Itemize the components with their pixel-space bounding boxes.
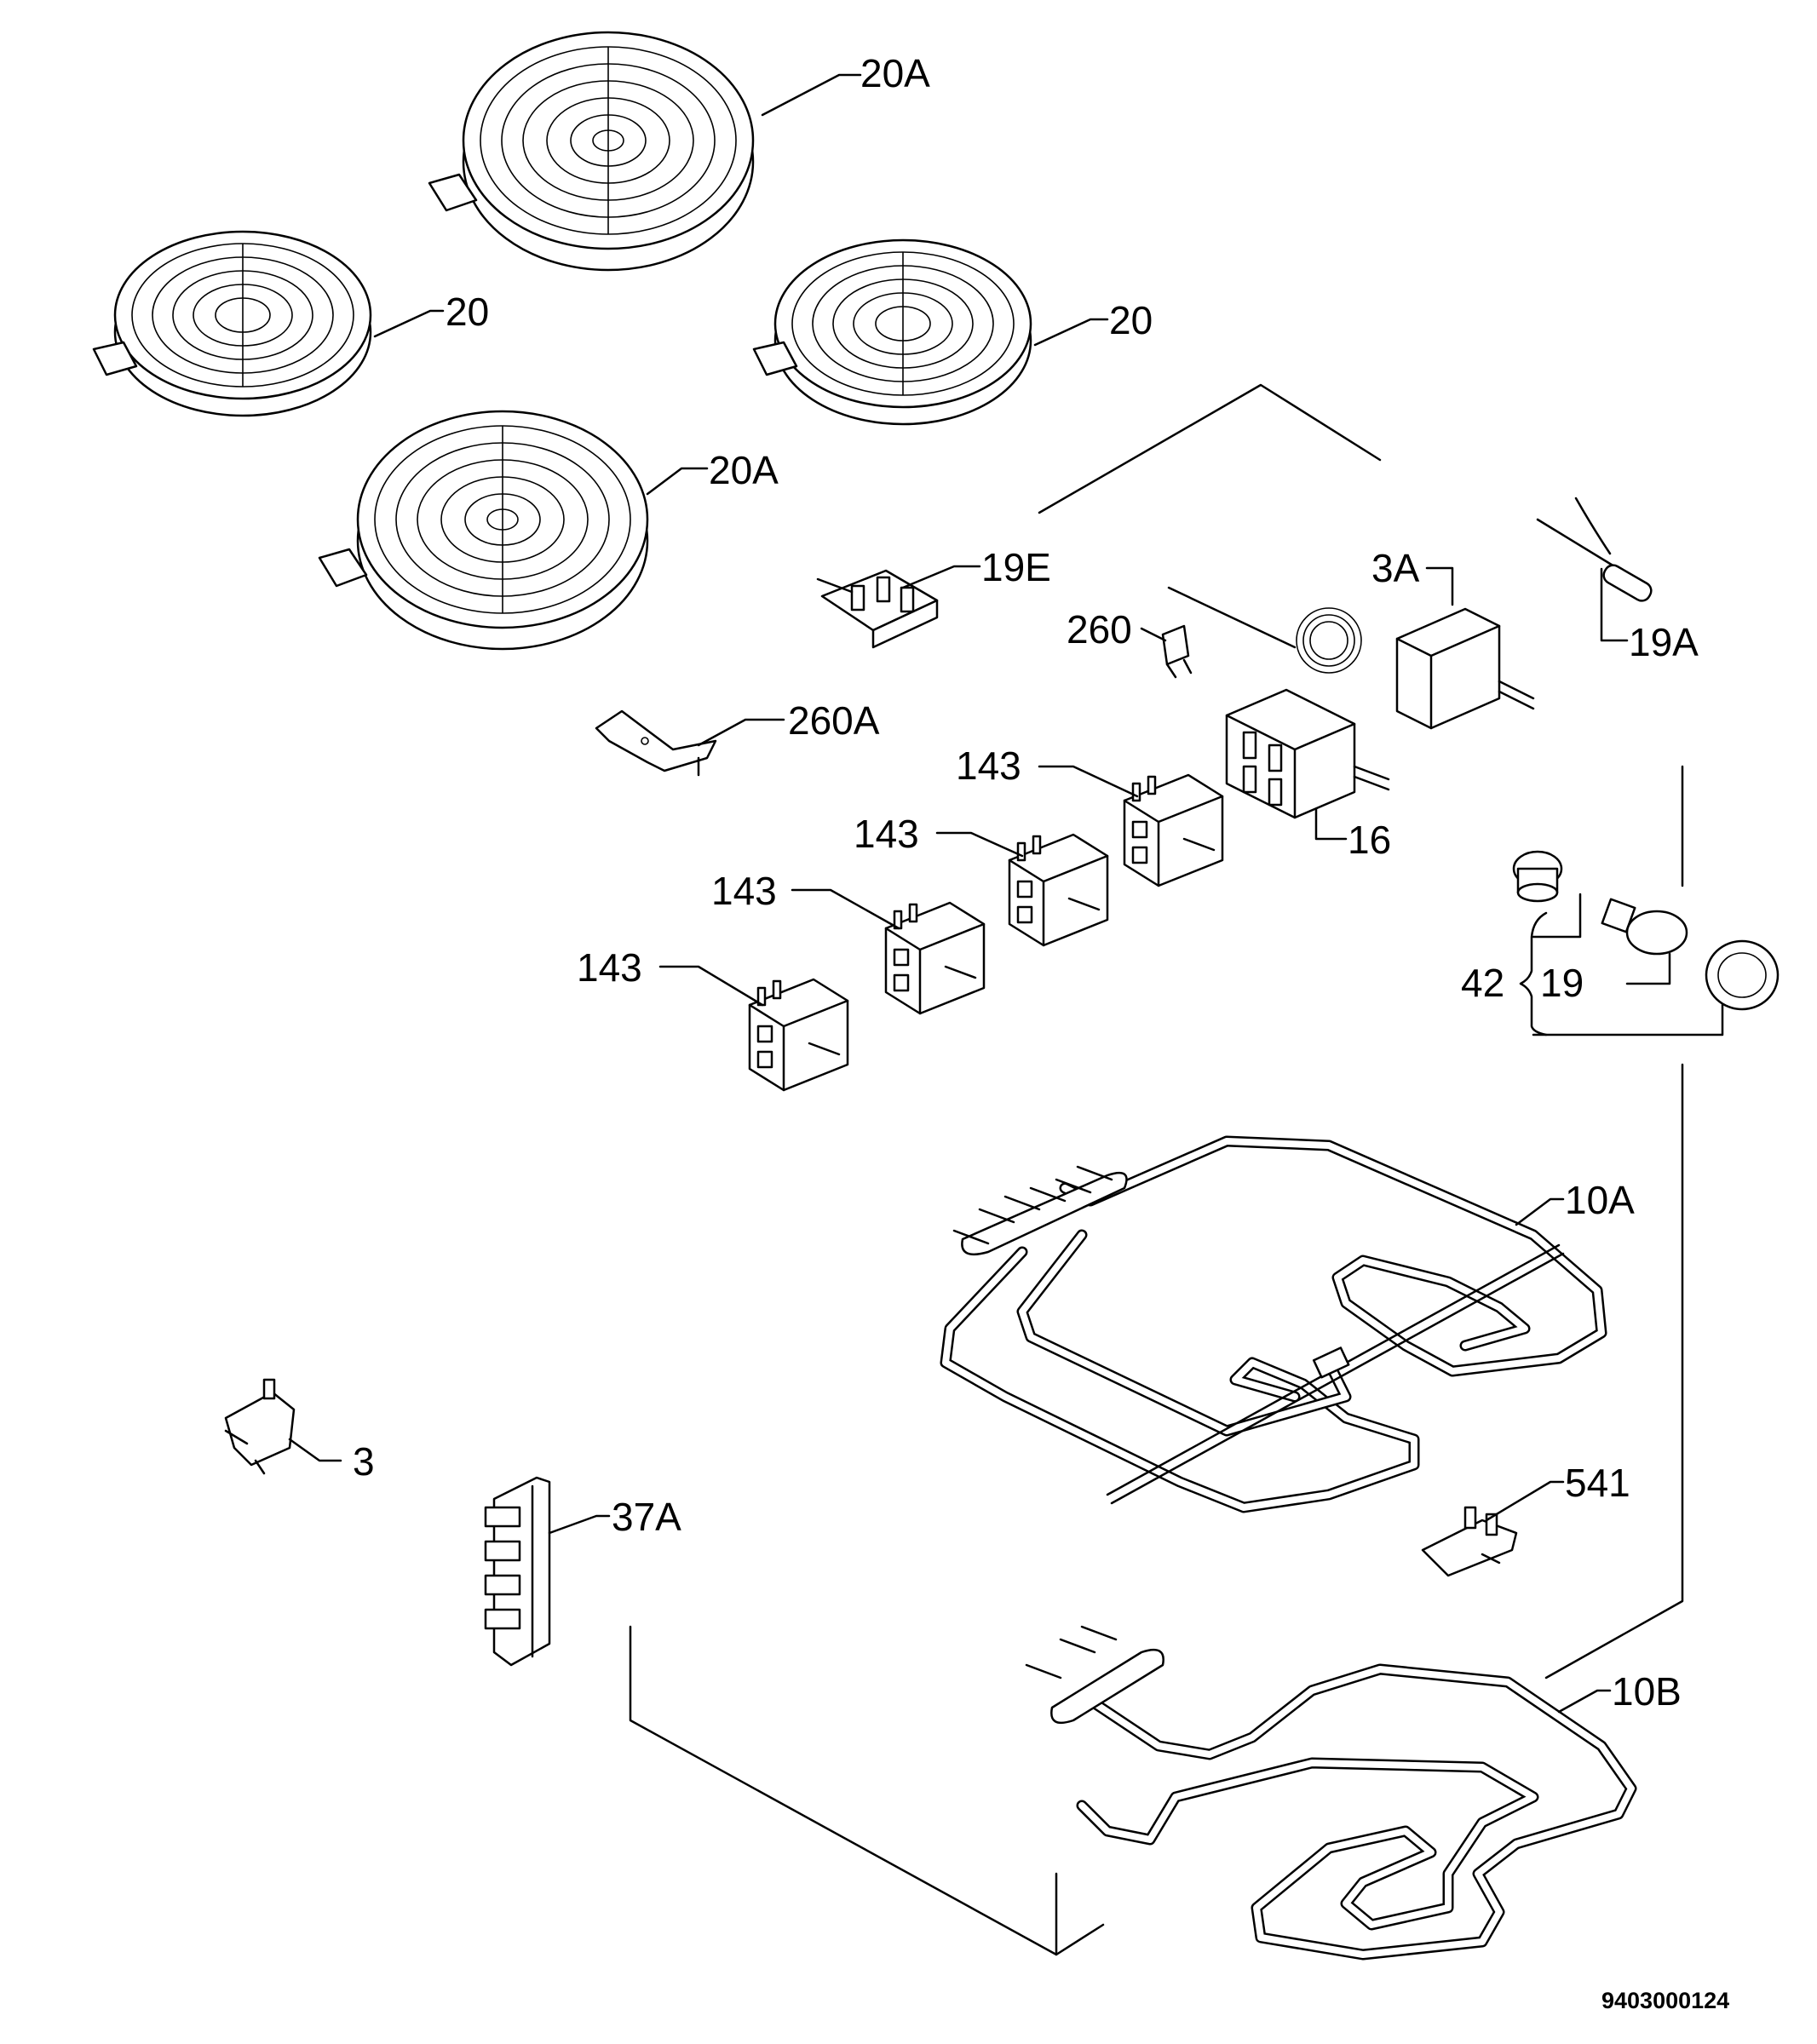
bottom-element-10b (1025, 1625, 1637, 1961)
label-20-right: 20 (1109, 298, 1153, 342)
leader-3 (288, 1438, 342, 1462)
leader-19a (1600, 567, 1629, 642)
label-3a: 3A (1371, 546, 1420, 590)
leader-260a (697, 718, 785, 747)
thermostat-3a (1167, 586, 1535, 730)
leader-lines (288, 73, 1629, 1714)
label-541: 541 (1565, 1461, 1630, 1505)
leader-20a-top (761, 73, 862, 117)
leader-541 (1485, 1480, 1565, 1522)
leader-143-d (658, 965, 764, 1007)
hotplate-20-left (92, 230, 372, 417)
label-143-b: 143 (854, 812, 919, 856)
energy-regulator-143-c (884, 901, 986, 1015)
label-19a: 19A (1629, 620, 1699, 664)
label-3: 3 (353, 1439, 375, 1484)
fastener-541 (1421, 1506, 1518, 1577)
clip-260 (1161, 624, 1193, 679)
label-10b: 10B (1612, 1669, 1682, 1714)
energy-regulator-143-a (1123, 773, 1224, 887)
leader-143-a (1038, 765, 1139, 798)
label-260: 260 (1067, 607, 1132, 652)
leader-lamp-holder (1532, 893, 1582, 939)
label-20-left: 20 (446, 290, 489, 334)
lamp-bulb-19 (1601, 898, 1688, 956)
hotplate-20-right (752, 238, 1032, 426)
lamp-cover (1705, 939, 1780, 1011)
leader-10a (1515, 1197, 1565, 1226)
sensor-probe-19a (1536, 497, 1653, 602)
label-16: 16 (1348, 818, 1391, 862)
label-20a-mid: 20A (709, 448, 779, 492)
leader-20a-mid (646, 467, 709, 496)
switch-16 (1225, 688, 1390, 819)
label-20a-top: 20A (860, 51, 930, 95)
label-19e: 19E (981, 545, 1051, 589)
leader-10b (1557, 1689, 1612, 1714)
hotplate-20a-top (428, 31, 755, 272)
assembly-bracket-lower (629, 1625, 1105, 1956)
group-brace-42 (1519, 911, 1548, 1036)
label-10a: 10A (1565, 1178, 1635, 1222)
leader-37a (548, 1514, 611, 1535)
bracket-260a (595, 709, 717, 777)
label-37a: 37A (612, 1495, 681, 1539)
label-143-c: 143 (711, 869, 777, 913)
label-143-a: 143 (956, 744, 1021, 788)
thermal-fuse-3 (224, 1378, 296, 1475)
leader-20-left (373, 309, 445, 338)
leader-lamp-bulb (1625, 952, 1671, 985)
leader-260 (1140, 627, 1167, 642)
energy-regulator-143-d (748, 978, 849, 1092)
label-19: 19 (1540, 961, 1584, 1005)
lamp-holder (1512, 850, 1563, 903)
document-number: 9403000124 (1601, 1988, 1729, 2013)
assembly-bracket-right-lower (1544, 1063, 1684, 1679)
terminal-block-37a (484, 1476, 551, 1667)
leader-143-c (791, 888, 900, 930)
leader-16 (1314, 807, 1348, 841)
terminal-block-19e (816, 569, 939, 649)
label-42: 42 (1461, 961, 1504, 1005)
assembly-bracket-upper (1038, 383, 1382, 514)
hotplate-20a-mid (318, 410, 649, 651)
label-260a: 260A (788, 698, 880, 743)
leader-19e (901, 565, 981, 589)
energy-regulator-143-b (1008, 833, 1109, 947)
leader-lamp-cover (1532, 1003, 1724, 1036)
grill-element-10a (940, 1135, 1607, 1513)
label-143-d: 143 (577, 945, 642, 990)
leader-3a (1425, 566, 1454, 606)
leader-143-b (935, 831, 1024, 858)
leader-20-right (1033, 318, 1109, 347)
